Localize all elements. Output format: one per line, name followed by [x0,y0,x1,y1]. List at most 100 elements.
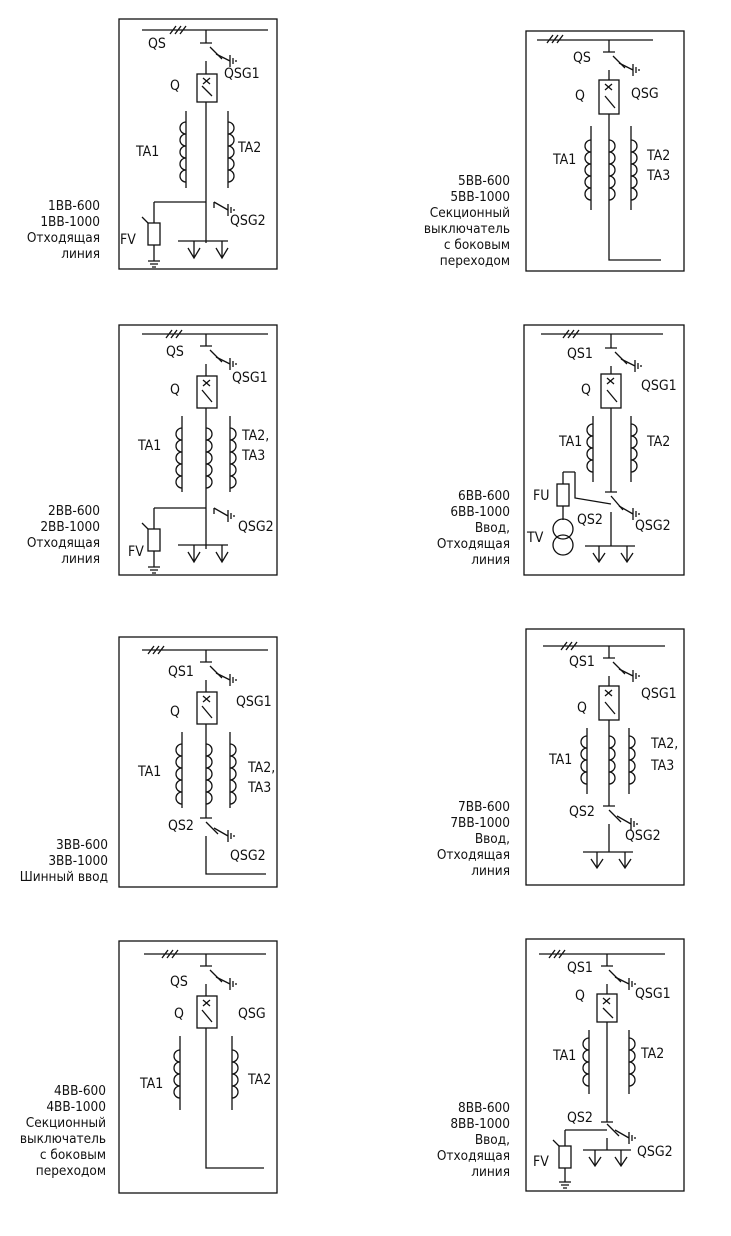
label-ta2c: TA2, [248,760,276,776]
label-q: Q [581,382,591,398]
caption-line: 5ВВ-1000 [450,189,510,205]
label-q: Q [577,700,587,716]
label-ta1: TA1 [553,1048,577,1064]
label-qsg2: QSG2 [230,848,266,864]
panel-3vv: QS1 Q QSG1 TA1 TA2, TA3 QS2 QSG2 [118,636,278,888]
label-ta2: TA2 [641,1046,665,1062]
panel-2vv: QS Q QSG1 TA1 TA2, TA3 QSG2 FV [118,324,278,576]
label-q: Q [170,704,180,720]
caption-line: 5ВВ-600 [458,173,510,189]
label-qsg: QSG [238,1006,266,1022]
label-qsg2: QSG2 [635,518,671,534]
caption-line: Отходящая [436,536,510,552]
caption-line: линия [61,246,100,262]
schematic-5vv [525,30,685,272]
caption-line: 4ВВ-600 [54,1083,106,1099]
label-qs1: QS1 [567,960,593,976]
panel-7vv: QS1 Q QSG1 TA1 TA2, TA3 QS2 QSG2 [525,628,685,886]
label-qsg1: QSG1 [236,694,272,710]
label-q: Q [170,382,180,398]
label-qsg1: QSG1 [641,686,677,702]
label-qs: QS [573,50,591,66]
panel-8vv: QS1 Q QSG1 TA1 TA2 QS2 QSG2 FV [525,938,685,1192]
label-qsg2: QSG2 [230,213,266,229]
caption-line: 7ВВ-600 [458,799,510,815]
caption-line: Отходящая [26,230,100,246]
label-qsg2: QSG2 [625,828,661,844]
schematic-6vv [523,324,685,576]
caption-line: линия [471,552,510,568]
schematic-1vv [118,18,278,270]
panel-1vv: QS Q QSG1 TA1 TA2 QSG2 FV [118,18,278,270]
caption-line: выключатель [423,221,510,237]
caption-line: 2ВВ-600 [48,503,100,519]
caption-line: 7ВВ-1000 [450,815,510,831]
caption-line: 2ВВ-1000 [40,519,100,535]
label-qsg: QSG [631,86,659,102]
label-ta3: TA3 [242,448,266,464]
label-q: Q [575,88,585,104]
caption-1vv: 1ВВ-600 1ВВ-1000 Отходящая линия [14,198,100,262]
label-ta2: TA2 [647,148,671,164]
label-ta1: TA1 [140,1076,164,1092]
caption-line: переходом [35,1163,106,1179]
caption-line: выключатель [19,1131,106,1147]
label-qs: QS [166,344,184,360]
label-qs2: QS2 [567,1110,593,1126]
label-qsg1: QSG1 [224,66,260,82]
label-ta2c: TA2, [651,736,679,752]
schematic-2vv [118,324,278,576]
label-qsg2: QSG2 [238,519,274,535]
caption-line: Ввод, [474,1132,510,1148]
label-qs1: QS1 [168,664,194,680]
caption-line: 6ВВ-600 [458,488,510,504]
label-fv: FV [533,1154,549,1170]
caption-line: Отходящая [26,535,100,551]
caption-4vv: 4ВВ-600 4ВВ-1000 Секционный выключатель … [10,1083,106,1179]
panel-5vv: QS Q QSG TA1 TA2 TA3 [525,30,685,272]
label-ta1: TA1 [138,764,162,780]
label-ta1: TA1 [136,144,160,160]
schematic-7vv [525,628,685,886]
caption-line: 3ВВ-600 [56,837,108,853]
caption-line: 1ВВ-1000 [40,214,100,230]
caption-line: 6ВВ-1000 [450,504,510,520]
caption-3vv: 3ВВ-600 3ВВ-1000 Шинный ввод [14,837,108,885]
label-ta2: TA2 [647,434,671,450]
label-fu: FU [533,488,550,504]
caption-line: Ввод, [474,831,510,847]
label-qs: QS [148,36,166,52]
caption-line: Шинный ввод [19,869,108,885]
caption-line: 4ВВ-1000 [46,1099,106,1115]
label-qsg2: QSG2 [637,1144,673,1160]
label-ta2: TA2 [248,1072,272,1088]
caption-line: Ввод, [474,520,510,536]
label-qs1: QS1 [569,654,595,670]
label-qs1: QS1 [567,346,593,362]
label-q: Q [575,988,585,1004]
caption-2vv: 2ВВ-600 2ВВ-1000 Отходящая линия [14,503,100,567]
label-ta3: TA3 [248,780,272,796]
label-qs2: QS2 [569,804,595,820]
caption-line: Отходящая [436,1148,510,1164]
label-fv: FV [128,544,144,560]
caption-line: линия [471,1164,510,1180]
label-q: Q [174,1006,184,1022]
caption-line: Отходящая [436,847,510,863]
label-qsg1: QSG1 [641,378,677,394]
label-ta1: TA1 [138,438,162,454]
caption-8vv: 8ВВ-600 8ВВ-1000 Ввод, Отходящая линия [400,1100,510,1180]
caption-line: линия [61,551,100,567]
label-ta2: TA2 [238,140,262,156]
caption-line: Секционный [429,205,510,221]
label-ta3: TA3 [647,168,671,184]
caption-line: с боковым [443,237,510,253]
caption-6vv: 6ВВ-600 6ВВ-1000 Ввод, Отходящая линия [400,488,510,568]
schematic-4vv [118,940,278,1194]
label-qsg1: QSG1 [232,370,268,386]
caption-line: 8ВВ-600 [458,1100,510,1116]
label-fv: FV [120,232,136,248]
caption-line: 3ВВ-1000 [48,853,108,869]
label-qsg1: QSG1 [635,986,671,1002]
label-ta1: TA1 [553,152,577,168]
